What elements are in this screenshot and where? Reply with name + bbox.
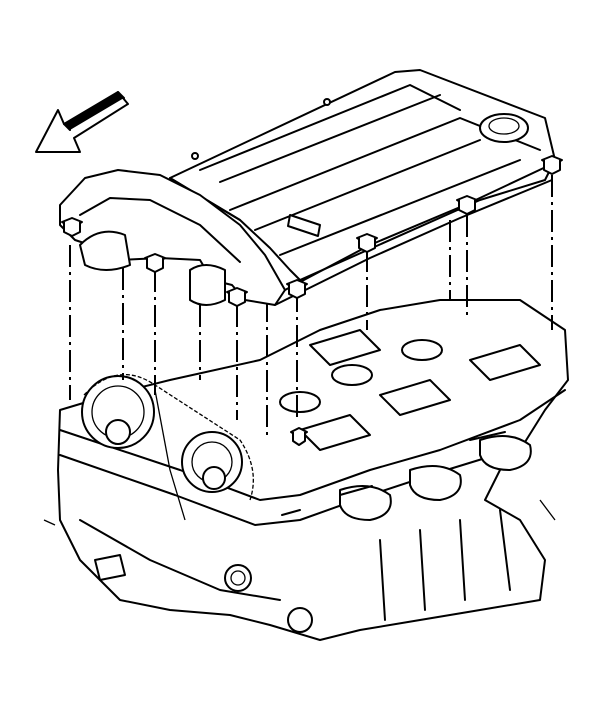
- direction-arrow-icon: [35, 91, 129, 153]
- cover-bolt-icon: [290, 427, 308, 446]
- cover-bolt-icon: [286, 279, 308, 299]
- cover-bolt-icon: [144, 253, 166, 273]
- camshaft-cover-icon: [169, 69, 556, 281]
- cover-bolt-icon: [61, 217, 83, 237]
- cover-bolts: [61, 155, 563, 446]
- cover-bolt-icon: [541, 155, 563, 175]
- cover-bolt-icon: [356, 233, 378, 253]
- cover-bolt-icon: [226, 287, 248, 307]
- cover-bolt-icon: [456, 195, 478, 215]
- bolt-alignment-lines: [69, 175, 553, 440]
- timing-cover-frame: [59, 164, 553, 306]
- engine-block-icon: [43, 299, 569, 641]
